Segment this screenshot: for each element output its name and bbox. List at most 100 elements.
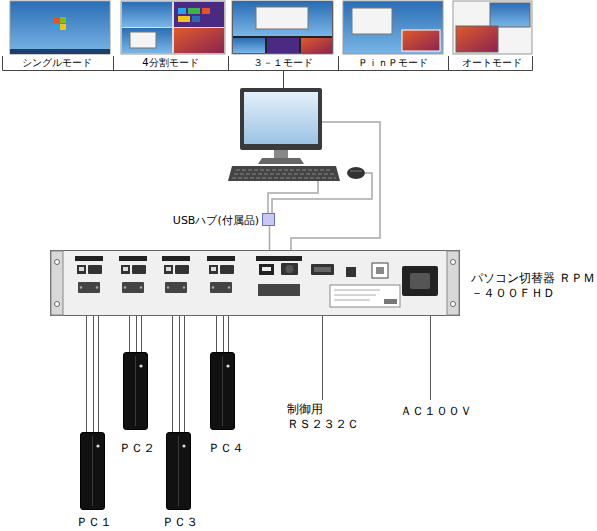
mode-screenshot	[301, 38, 332, 53]
monitor	[240, 88, 322, 150]
mode-label: オートモード	[452, 57, 532, 70]
rating-plate	[330, 285, 400, 307]
output-port	[259, 264, 274, 275]
mode-bracket	[3, 56, 533, 92]
mouse	[347, 167, 365, 179]
mode-screenshot	[402, 30, 440, 51]
pc-cable	[87, 316, 229, 432]
mode-screenshot	[456, 26, 498, 52]
pc-detail	[93, 356, 223, 506]
pc-cable	[87, 316, 99, 432]
cable	[268, 181, 318, 213]
mode-screenshot	[121, 1, 225, 54]
lan-port	[346, 267, 356, 277]
port-label: 制御用 ＲＳ２３２Ｃ	[287, 402, 369, 432]
lan-port	[346, 263, 388, 278]
mode-screenshot	[10, 49, 110, 54]
mode-screenshot	[202, 8, 210, 14]
pc-port-group	[207, 256, 235, 293]
cable-connector	[93, 316, 94, 432]
serial-port	[311, 264, 334, 275]
mode-screenshot	[192, 16, 200, 22]
mode-bracket	[3, 56, 533, 71]
output-port	[256, 256, 302, 261]
pc-cable	[130, 316, 142, 352]
pc-cable	[173, 316, 185, 432]
keyboard	[228, 166, 340, 181]
mode-screenshot	[188, 8, 200, 14]
mode-screenshot	[122, 28, 172, 53]
mode-screenshot	[130, 32, 156, 48]
rating-plate	[384, 299, 397, 304]
mode-screenshot	[60, 24, 66, 30]
mode-screenshot	[174, 28, 224, 53]
monitor	[258, 158, 304, 164]
output-port	[262, 267, 271, 271]
mode-label: シングルモード	[7, 57, 107, 70]
output-port	[281, 263, 298, 275]
cable	[272, 173, 372, 213]
mode-screenshot	[352, 8, 392, 34]
node-label: パソコン切替器 ＲＰＭ－４００ＦＨＤ	[471, 271, 597, 301]
mode-screenshot	[178, 8, 186, 14]
node-label: ＰＣ４	[201, 441, 250, 456]
mode-screenshot	[343, 1, 443, 54]
kvm-switch: パソコン切替器 ＲＰＭ－４００ＦＨＤ	[50, 250, 460, 316]
cable-connector	[136, 316, 137, 352]
mode-screenshot	[256, 7, 308, 29]
mode-screenshot	[122, 2, 172, 27]
rack-ear	[451, 302, 456, 307]
mode-label: ＰｉｎＰモード	[343, 57, 443, 70]
pc-port-group	[75, 256, 103, 293]
pc-cable	[217, 316, 229, 352]
mode-screenshot	[343, 1, 443, 54]
mode-screenshot	[10, 1, 110, 54]
rack-ear	[51, 251, 63, 315]
pc-port-group	[119, 256, 147, 293]
mode-screenshot	[232, 1, 333, 54]
mode-label: ３－１モード	[233, 57, 333, 70]
node-label: ＰＣ３	[155, 515, 204, 530]
serial-port	[311, 264, 334, 275]
rack-ear	[51, 251, 459, 315]
rack-ear	[447, 251, 459, 315]
pc-tower: ＰＣ４	[210, 352, 235, 430]
usb-hub: USBハブ(付属品)	[262, 213, 275, 226]
pc-detail	[93, 356, 230, 506]
mode-screenshot	[53, 24, 59, 30]
cable	[268, 122, 380, 264]
monitor	[240, 88, 322, 164]
lan-port	[376, 267, 384, 274]
keyboard	[232, 170, 336, 178]
mode-screenshot	[53, 17, 59, 23]
monitor	[244, 92, 318, 144]
mode-screenshot	[233, 38, 265, 53]
mode-screenshot	[453, 1, 532, 54]
pc-detail	[96, 444, 99, 447]
mode-screenshot	[10, 1, 110, 54]
pc-port-group	[162, 256, 190, 293]
mode-label: 4分割モード	[118, 57, 223, 70]
cable-connector	[269, 226, 271, 250]
mode-screenshot	[60, 17, 66, 23]
mode-screenshot	[453, 1, 532, 54]
node-label: ＰＣ２	[112, 441, 161, 456]
mode-screenshot	[267, 38, 299, 53]
mode-screenshot	[121, 1, 225, 54]
pc-port-group	[75, 256, 235, 293]
rack-ear	[451, 260, 456, 265]
pc-tower: ＰＣ１	[80, 432, 105, 510]
mode-screenshot	[232, 1, 333, 54]
mouse	[347, 167, 365, 179]
rating-plate	[334, 290, 380, 300]
mode-screenshot	[490, 3, 530, 27]
node-label: USBハブ(付属品)	[159, 214, 259, 228]
serial-port	[314, 267, 331, 272]
output-port	[286, 265, 294, 273]
pc-tower: ＰＣ２	[123, 352, 148, 430]
pc-tower: ＰＣ３	[166, 432, 191, 510]
rating-plate	[330, 285, 400, 307]
mode-bracket	[114, 56, 449, 71]
pc-detail	[182, 444, 185, 447]
